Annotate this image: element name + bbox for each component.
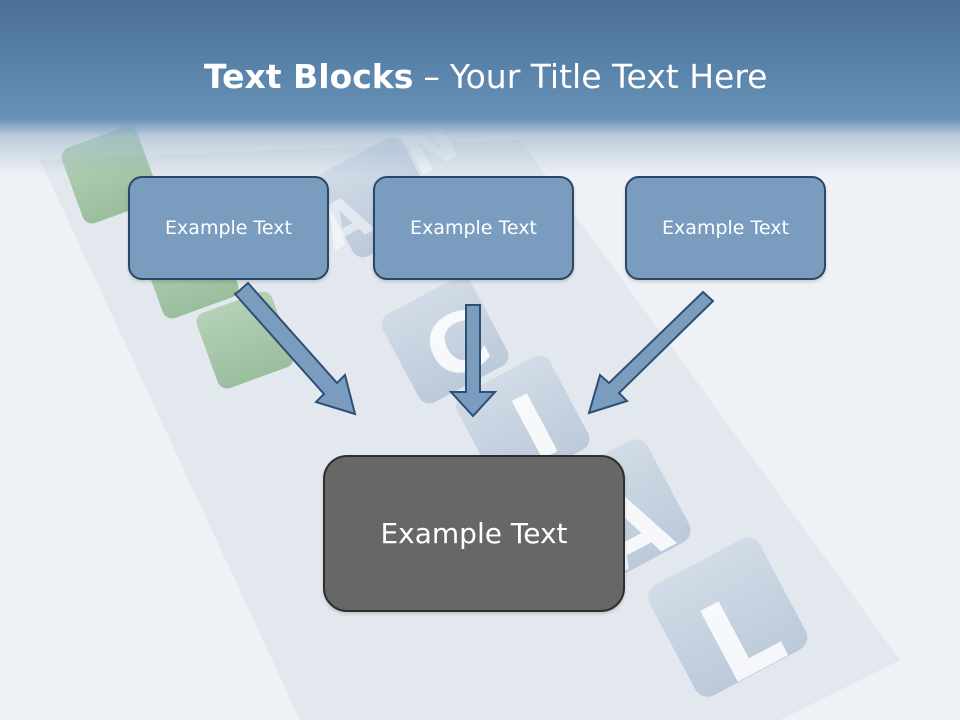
title-bar (0, 0, 960, 175)
title-rest: Your Title Text Here (449, 57, 768, 96)
text-block-3[interactable]: Example Text (625, 176, 826, 280)
text-block-3-label: Example Text (662, 217, 789, 239)
page-title: Text Blocks–Your Title Text Here (204, 52, 768, 102)
title-bold: Text Blocks (204, 57, 414, 96)
main-text-block-label: Example Text (380, 517, 568, 550)
main-text-block[interactable]: Example Text (323, 455, 625, 612)
arrow-right-icon (587, 290, 715, 415)
text-block-2-label: Example Text (410, 217, 537, 239)
arrow-down-icon (448, 304, 498, 418)
text-block-1[interactable]: Example Text (128, 176, 329, 280)
title-separator: – (423, 57, 440, 96)
arrow-left-icon (233, 281, 357, 416)
text-block-1-label: Example Text (165, 217, 292, 239)
text-block-2[interactable]: Example Text (373, 176, 574, 280)
